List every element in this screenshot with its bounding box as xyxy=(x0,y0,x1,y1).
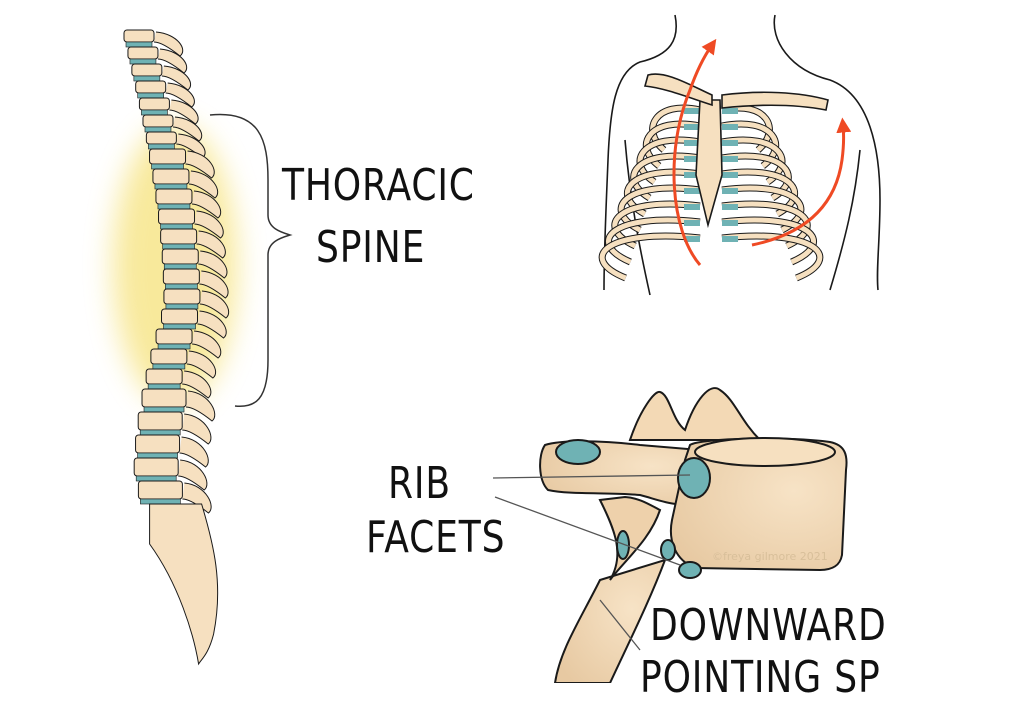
intervertebral-disc xyxy=(137,452,178,459)
watermark: ©freya gilmore 2021 xyxy=(712,550,828,563)
costal-cartilage xyxy=(722,172,738,178)
intervertebral-disc xyxy=(151,163,184,170)
label-rib: RIB xyxy=(388,458,451,509)
vertebra xyxy=(145,131,206,159)
label-spine: SPINE xyxy=(316,222,426,273)
label-downward: DOWNWARD xyxy=(650,600,887,651)
rotation-arrow-right xyxy=(751,117,852,247)
intervertebral-disc xyxy=(157,203,191,210)
costal-cartilage xyxy=(684,124,700,130)
vertebra xyxy=(160,228,226,259)
intervertebral-disc xyxy=(129,58,157,65)
thorax-illustration xyxy=(598,14,881,296)
costal-cartilage xyxy=(722,188,738,194)
costal-cartilage xyxy=(684,220,700,226)
vertebra xyxy=(145,368,212,399)
intervertebral-disc xyxy=(133,75,161,82)
costal-cartilage xyxy=(684,108,700,114)
intervertebral-disc xyxy=(147,383,181,390)
intervertebral-disc xyxy=(152,363,186,370)
thoracic-bracket xyxy=(209,113,293,408)
vertebra xyxy=(141,388,216,422)
vertebra xyxy=(163,288,230,319)
label-pointing-sp: POINTING SP xyxy=(640,652,881,703)
intervertebral-disc xyxy=(154,183,188,190)
costal-cartilage xyxy=(684,156,700,162)
intervertebral-disc xyxy=(143,406,185,413)
vertebra xyxy=(162,268,229,299)
costal-cartilage xyxy=(722,124,738,130)
label-facets: FACETS xyxy=(366,512,506,563)
intervertebral-disc xyxy=(157,343,191,350)
label-thoracic: THORACIC xyxy=(282,160,475,211)
vertebra xyxy=(127,46,188,74)
intervertebral-disc xyxy=(148,143,175,150)
vertebra xyxy=(155,188,222,219)
costal-cartilage xyxy=(684,188,700,194)
vertebra xyxy=(142,114,203,142)
sacrum xyxy=(149,503,219,666)
vertebra xyxy=(161,308,227,339)
intervertebral-disc xyxy=(137,92,164,99)
intervertebral-disc xyxy=(141,109,168,116)
rotation-arrow-left xyxy=(672,38,717,266)
costal-cartilage xyxy=(722,140,738,146)
vertebra xyxy=(150,348,217,379)
vertebra xyxy=(155,328,222,359)
intervertebral-disc xyxy=(125,41,153,48)
pointer-line xyxy=(494,496,681,566)
costal-cartilage xyxy=(722,220,738,226)
rib-facet xyxy=(678,561,702,579)
intervertebral-disc xyxy=(140,498,181,505)
intervertebral-disc xyxy=(162,243,195,250)
intervertebral-disc xyxy=(144,126,172,133)
intervertebral-disc xyxy=(139,429,181,436)
costal-cartilage xyxy=(722,108,738,114)
costal-cartilage xyxy=(684,204,700,210)
intervertebral-disc xyxy=(165,303,199,310)
rib-facet xyxy=(660,539,676,561)
intervertebral-disc xyxy=(160,223,193,230)
costal-cartilage xyxy=(722,156,738,162)
anatomy-illustration: ©freya gilmore 2021 xyxy=(113,14,881,683)
vertebra xyxy=(123,29,184,57)
vertebra xyxy=(133,457,208,491)
intervertebral-disc xyxy=(163,263,197,270)
costal-cartilage xyxy=(684,140,700,146)
vertebra xyxy=(137,411,212,445)
costal-cartilage xyxy=(722,236,738,242)
vertebra xyxy=(138,97,199,125)
intervertebral-disc xyxy=(135,475,177,482)
spine-column xyxy=(123,29,230,666)
costal-cartilage xyxy=(684,236,700,242)
pointer-line xyxy=(599,599,641,651)
intervertebral-disc xyxy=(165,283,198,290)
intervertebral-disc xyxy=(163,323,196,330)
vertebra xyxy=(161,248,228,279)
vertebra xyxy=(149,148,215,179)
rib-facet xyxy=(555,439,601,465)
costal-cartilage xyxy=(684,172,700,178)
thoracic-vertebra-illustration xyxy=(539,387,848,683)
rib-facet xyxy=(616,530,630,560)
rib-facet xyxy=(677,457,711,499)
vertebra xyxy=(135,434,209,468)
costal-cartilage xyxy=(722,204,738,210)
pointer-line xyxy=(492,474,691,479)
vertebra xyxy=(158,208,224,239)
